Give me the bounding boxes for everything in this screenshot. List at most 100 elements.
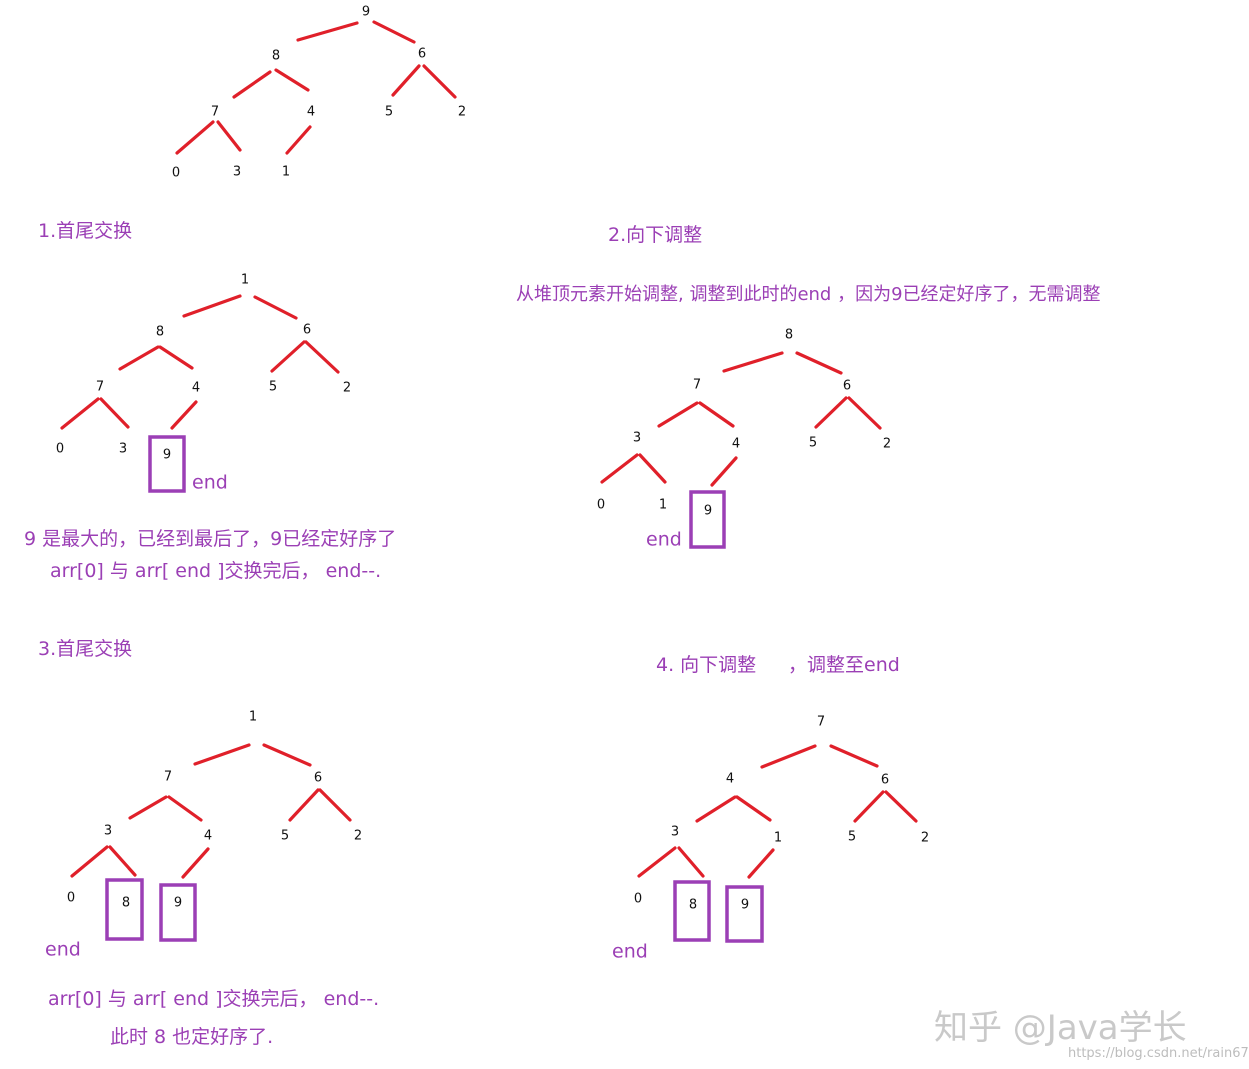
step1-description-line1: 9 是最大的，已经到最后了，9已经定好序了 — [24, 528, 397, 550]
tree3-edge-7-4 — [167, 795, 203, 822]
tree1-node-2: 2 — [343, 381, 351, 396]
tree2-node-9: 9 — [704, 504, 712, 519]
tree1-node-5: 5 — [269, 380, 277, 395]
tree4-edge-6-5 — [853, 790, 885, 823]
tree2-node-2: 2 — [883, 437, 891, 452]
tree-edges — [60, 20, 918, 879]
tree0-node-2: 2 — [458, 105, 466, 120]
tree0-edge-9-8 — [296, 21, 359, 42]
step3-description-line1: arr[0] 与 arr[ end ]交换完后， end--. — [48, 988, 380, 1010]
tree3-end-label: end — [45, 939, 81, 961]
tree0-node-5: 5 — [385, 105, 393, 120]
tree0-node-9: 9 — [362, 5, 370, 20]
tree4-sorted-box-8 — [673, 880, 711, 942]
step4-title-suffix: ，调整至end — [788, 654, 900, 676]
tree0-edge-6-2 — [422, 64, 457, 99]
tree3-node-8: 8 — [122, 896, 130, 911]
tree2-edge-7-4 — [698, 401, 735, 428]
tree3-edge-1-7 — [193, 743, 251, 766]
step1-description-line2: arr[0] 与 arr[ end ]交换完后， end--. — [50, 560, 382, 582]
tree4-node-8: 8 — [689, 898, 697, 913]
tree2-edge-7-3 — [657, 401, 699, 428]
step2-description: 从堆顶元素开始调整, 调整到此时的end ，因为9已经定好序了，无需调整 — [516, 284, 1101, 305]
tree1-edge-4-9 — [170, 400, 198, 430]
tree0-node-6: 6 — [418, 47, 426, 62]
tree1-edge-6-2 — [304, 340, 340, 374]
tree2-node-3: 3 — [633, 431, 641, 446]
tree3-node-0: 0 — [67, 891, 75, 906]
tree0-node-8: 8 — [272, 49, 280, 64]
tree2-end-label: end — [646, 529, 682, 551]
tree1-end-label: end — [192, 472, 228, 494]
tree4-edge-3-0 — [637, 846, 677, 878]
tree2-node-5: 5 — [809, 436, 817, 451]
tree2-edge-8-7 — [722, 351, 784, 373]
tree2-node-7: 7 — [693, 378, 701, 393]
tree4-edge-7-4 — [760, 744, 817, 769]
step3-description-line2: 此时 8 也定好序了. — [110, 1026, 274, 1048]
tree3-edge-1-6 — [262, 743, 312, 767]
tree0-edge-6-5 — [391, 64, 421, 97]
tree0-node-1: 1 — [282, 165, 290, 180]
tree1-node-6: 6 — [303, 323, 311, 338]
tree0-edge-8-4 — [274, 68, 310, 92]
step1-title: 1.首尾交换 — [38, 220, 133, 242]
tree3-node-1: 1 — [249, 710, 257, 725]
tree2-edge-6-2 — [847, 396, 882, 430]
tree3-node-9: 9 — [174, 896, 182, 911]
tree0-edge-8-7 — [232, 70, 272, 99]
tree1-node-1: 1 — [241, 273, 249, 288]
tree1-edge-8-4 — [158, 345, 194, 370]
tree4-edge-6-2 — [884, 790, 918, 823]
tree4-edge-7-6 — [829, 744, 879, 768]
tree3-edge-4-9 — [181, 847, 210, 879]
tree2-node-8: 8 — [785, 328, 793, 343]
tree2-sorted-box-9 — [689, 490, 726, 549]
tree0-node-0: 0 — [172, 166, 180, 181]
tree1-node-4: 4 — [192, 381, 200, 396]
tree4-edge-4-1 — [735, 795, 772, 822]
tree4-node-1: 1 — [774, 831, 782, 846]
tree1-edge-7-0 — [60, 397, 100, 430]
tree3-node-7: 7 — [164, 770, 172, 785]
tree2-node-0: 0 — [597, 498, 605, 513]
tree4-edge-4-3 — [695, 795, 737, 823]
tree2-node-6: 6 — [843, 379, 851, 394]
sorted-boxes — [105, 435, 764, 943]
tree0-edge-7-3 — [216, 120, 242, 152]
tree3-node-6: 6 — [314, 771, 322, 786]
tree2-edge-3-0 — [600, 453, 639, 484]
tree4-node-9: 9 — [741, 898, 749, 913]
tree3-edge-7-3 — [128, 795, 168, 820]
tree3-node-3: 3 — [104, 824, 112, 839]
tree4-end-label: end — [612, 941, 648, 963]
tree2-edge-8-6 — [795, 351, 843, 375]
tree1-edge-8-7 — [118, 345, 160, 371]
tree0-node-3: 3 — [233, 165, 241, 180]
tree2-node-1: 1 — [659, 498, 667, 513]
tree3-edge-3-0 — [70, 845, 109, 878]
tree3-node-4: 4 — [204, 829, 212, 844]
tree1-node-7: 7 — [96, 380, 104, 395]
watermark-logo: 知乎 @Java学长 — [934, 1008, 1187, 1048]
tree0-edge-7-0 — [175, 120, 215, 155]
tree1-node-9: 9 — [163, 448, 171, 463]
tree4-node-4: 4 — [726, 772, 734, 787]
tree1-node-3: 3 — [119, 442, 127, 457]
tree2-node-4: 4 — [732, 437, 740, 452]
tree0-node-7: 7 — [211, 105, 219, 120]
tree4-node-5: 5 — [848, 830, 856, 845]
tree4-node-2: 2 — [921, 831, 929, 846]
tree0-node-4: 4 — [307, 105, 315, 120]
step2-title: 2.向下调整 — [608, 224, 703, 246]
step4-title: 4. 向下调整 — [656, 654, 757, 676]
tree3-edge-6-2 — [318, 788, 352, 822]
tree3-edge-6-5 — [288, 788, 320, 822]
step3-title: 3.首尾交换 — [38, 638, 133, 660]
tree4-node-7: 7 — [817, 715, 825, 730]
tree1-edge-7-3 — [99, 397, 130, 429]
tree2-edge-6-5 — [814, 396, 848, 429]
tree2-edge-4-9 — [710, 456, 738, 487]
tree3-sorted-box-8 — [105, 878, 144, 941]
